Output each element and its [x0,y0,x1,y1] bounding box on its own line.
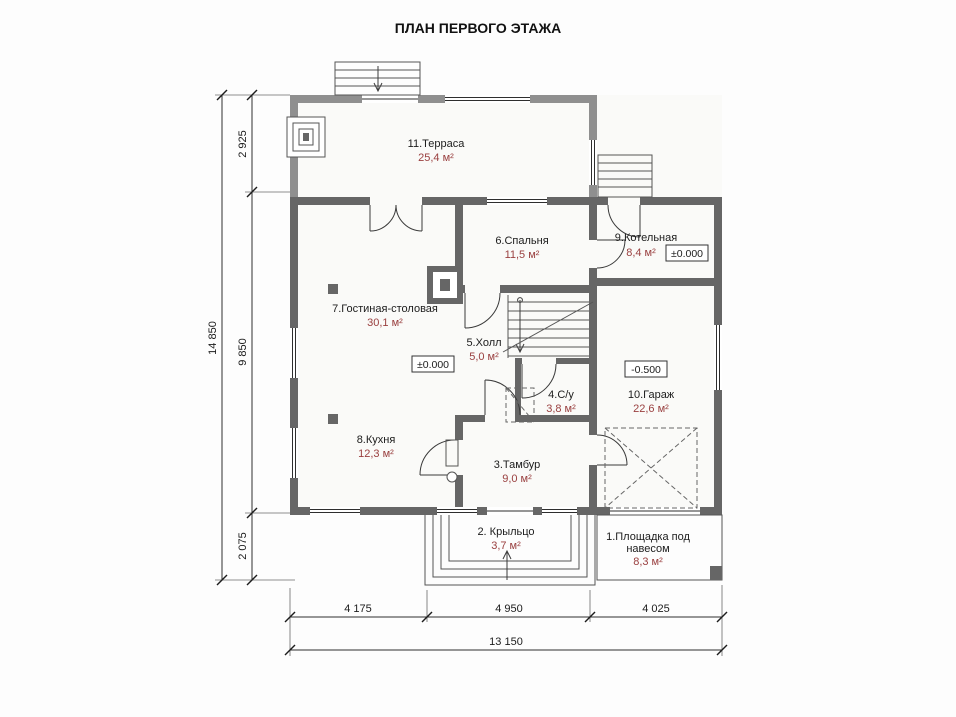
dim-width-right: 4 025 [642,603,670,615]
terrace-area: 25,4 м² [418,152,454,164]
dim-total-width: 13 150 [489,636,523,648]
terrace-label: 11.Терраса [408,138,466,150]
dim-terrace-depth: 2 925 [237,130,249,158]
bedroom-label: 6.Спальня [495,235,548,247]
door-openings [362,95,700,515]
porch-steps [424,515,596,586]
dim-house-depth: 9 850 [237,338,249,366]
porch-area: 3,7 м² [491,540,521,552]
canopy-label-line1: 1.Площадка под [606,531,690,543]
living-label: 7.Гостиная-столовая [332,303,438,315]
boiler-area: 8,4 м² [626,247,656,259]
kitchen-label: 8.Кухня [357,434,396,446]
tambour-label: 3.Тамбур [494,459,541,471]
hall-label: 5.Холл [466,337,501,349]
dim-width-left: 4 175 [344,603,372,615]
garage-level-badge: -0.500 [631,364,661,376]
structural-columns [328,284,338,424]
plan-floor [290,95,722,515]
wc-label: 4.С/у [548,389,574,401]
garage-label: 10.Гараж [628,389,675,401]
garage-parking-bay [604,427,698,509]
canopy-area [596,514,723,581]
boiler-label: 9.Котельная [615,232,677,244]
canopy-area-value: 8,3 м² [633,556,663,568]
staircase [502,295,594,423]
dimension-lines: 14 850 2 925 9 850 2 075 4 175 4 950 4 0… [207,89,728,656]
dim-width-center: 4 950 [495,603,523,615]
wing-walls [597,197,722,515]
windows [290,95,722,515]
living-area: 30,1 м² [367,317,403,329]
canopy-label-line2: навесом [626,543,669,555]
page-title: ПЛАН ПЕРВОГО ЭТАЖА [395,20,561,36]
main-house-walls [290,197,597,515]
chimney-shaft [427,266,463,304]
terrace-entry-steps [334,61,421,96]
level-badges: ±0.000 ±0.000 -0.500 [411,244,709,378]
porch-label: 2. Крыльцо [477,526,534,538]
dim-total-height: 14 850 [207,321,219,355]
fireplace-symbol [286,116,326,158]
bedroom-area: 11,5 м² [505,249,540,261]
tambour-area: 9,0 м² [502,473,532,485]
garage-area: 22,6 м² [633,403,669,415]
wc-area: 3,8 м² [546,403,576,415]
boiler-entry-steps [597,154,653,198]
kitchen-area: 12,3 м² [358,448,394,460]
boiler-level-badge: ±0.000 [671,248,703,260]
room-labels: 11.Терраса 25,4 м² 6.Спальня 11,5 м² 9.К… [332,138,690,568]
living-level-badge: ±0.000 [417,359,449,371]
kitchen-fixtures [445,439,459,483]
hall-area: 5,0 м² [469,351,499,363]
dim-porch-depth: 2 075 [237,532,249,560]
